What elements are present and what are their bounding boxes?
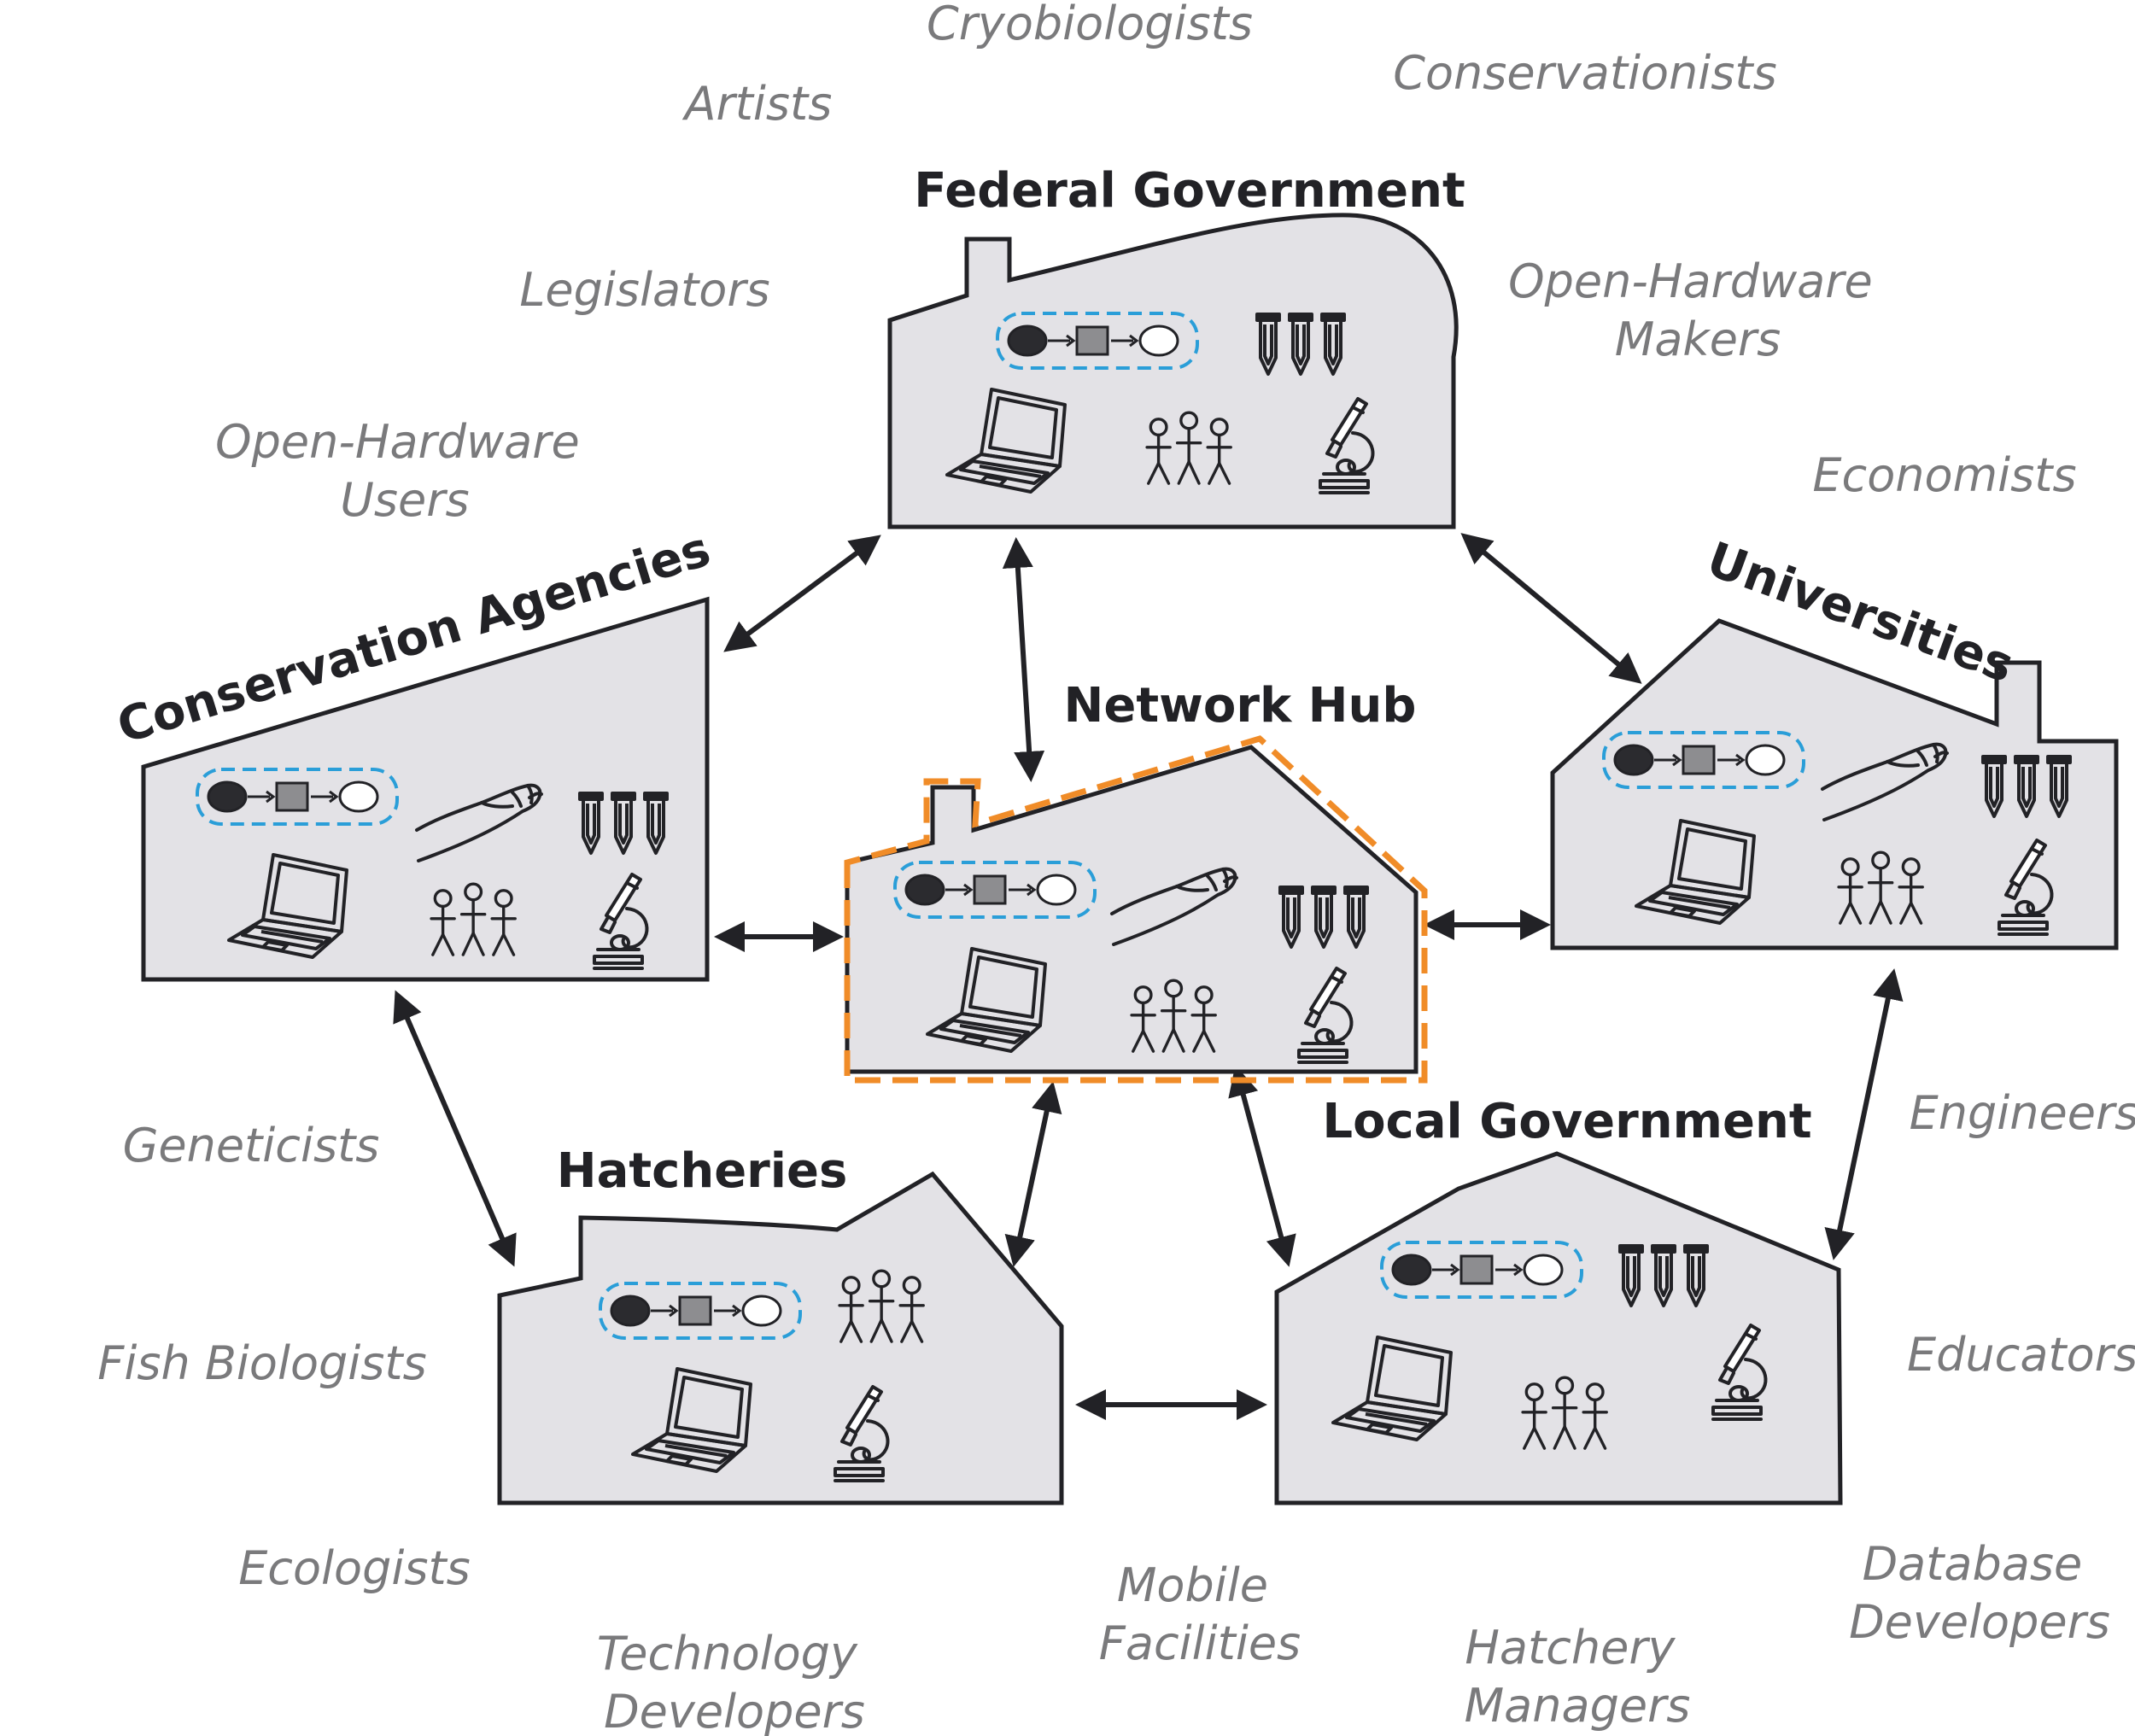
facility-federal-government: Federal Government xyxy=(887,163,1465,529)
facility-universities: Universities xyxy=(1550,532,2119,950)
role-ecologists: Ecologists xyxy=(238,1541,471,1595)
role-cryobiologists: Cryobiologists xyxy=(927,0,1253,50)
role-artists: Artists xyxy=(682,77,833,131)
arrow-hub-local-government xyxy=(1228,1065,1296,1267)
local-government-title: Local Government xyxy=(1322,1094,1811,1149)
facility-local-government: Local Government xyxy=(1274,1094,1843,1505)
role-educators: Educators xyxy=(1907,1328,2135,1382)
conservation-agencies-building xyxy=(141,596,710,982)
federal-government-building xyxy=(887,213,1459,529)
role-economists: Economists xyxy=(1812,448,2076,502)
role-geneticists: Geneticists xyxy=(123,1119,380,1172)
facility-conservation-agencies: Conservation Agencies xyxy=(111,522,717,982)
arrow-universities-local-government xyxy=(1824,968,1904,1260)
connection-arrows xyxy=(393,533,1904,1420)
role-legislators: Legislators xyxy=(519,263,769,317)
role-engineers: Engineers xyxy=(1910,1086,2135,1140)
stakeholder-roles: Cryobiologists Conservationists Artists … xyxy=(97,0,2135,1736)
arrow-federal-universities xyxy=(1460,533,1642,684)
arrow-federal-conservation xyxy=(723,535,881,652)
arrow-conservation-hatcheries xyxy=(393,990,517,1267)
arrow-federal-hub xyxy=(1002,537,1045,782)
facility-hatcheries: Hatcheries xyxy=(497,1143,1064,1505)
role-conservationists: Conservationists xyxy=(1393,46,1776,100)
role-mobile-facilities: Mobile Facilities xyxy=(1099,1558,1301,1670)
role-hatchery-managers: Hatchery Managers xyxy=(1465,1621,1691,1733)
network-hub-highlight xyxy=(844,735,1428,1084)
network-hub-title: Network Hub xyxy=(1064,678,1417,734)
hatcheries-building xyxy=(497,1171,1064,1505)
role-fish-biologists: Fish Biologists xyxy=(97,1336,426,1390)
federal-government-title: Federal Government xyxy=(914,163,1465,219)
role-open-hardware-makers: Open-Hardware Makers xyxy=(1508,254,1887,366)
role-open-hardware-users: Open-Hardware Users xyxy=(215,415,594,527)
hatcheries-title: Hatcheries xyxy=(557,1143,848,1199)
facility-network-hub: Network Hub xyxy=(844,678,1428,1084)
arrow-hub-hatcheries xyxy=(1004,1081,1062,1267)
role-technology-developers: Technology Developers xyxy=(597,1627,872,1736)
role-database-developers: Database Developers xyxy=(1849,1537,2110,1649)
